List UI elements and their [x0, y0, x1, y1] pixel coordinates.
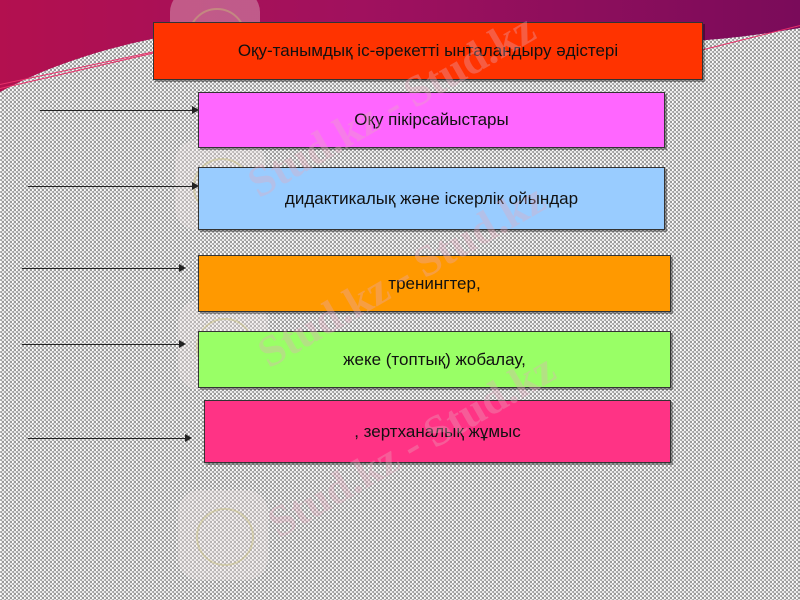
arrow-icon	[28, 182, 199, 190]
method-label: тренингтер,	[388, 273, 481, 293]
method-label: Оқу пікірсайыстары	[354, 110, 509, 129]
method-label: дидактикалық және іскерлік ойындар	[284, 188, 579, 208]
arrow-icon	[22, 264, 186, 272]
slide-title-box: Оқу-танымдық іс-әрекетті ынталандыру әді…	[153, 22, 703, 80]
method-box-trainings: тренингтер,	[198, 255, 671, 312]
watermark-logo-icon	[178, 490, 268, 580]
method-box-projects: жеке (топтық) жобалау,	[198, 331, 671, 388]
arrow-icon	[22, 340, 186, 348]
method-box-debates: Оқу пікірсайыстары	[198, 92, 665, 148]
arrow-icon	[28, 434, 192, 442]
method-box-games: дидактикалық және іскерлік ойындар	[198, 167, 665, 230]
method-label: жеке (топтық) жобалау,	[343, 349, 526, 369]
method-label: , зертханалық жұмыс	[354, 421, 521, 441]
slide-title: Оқу-танымдық іс-әрекетті ынталандыру әді…	[237, 41, 619, 60]
arrow-icon	[40, 106, 199, 114]
method-box-lab-work: , зертханалық жұмыс	[204, 400, 671, 463]
